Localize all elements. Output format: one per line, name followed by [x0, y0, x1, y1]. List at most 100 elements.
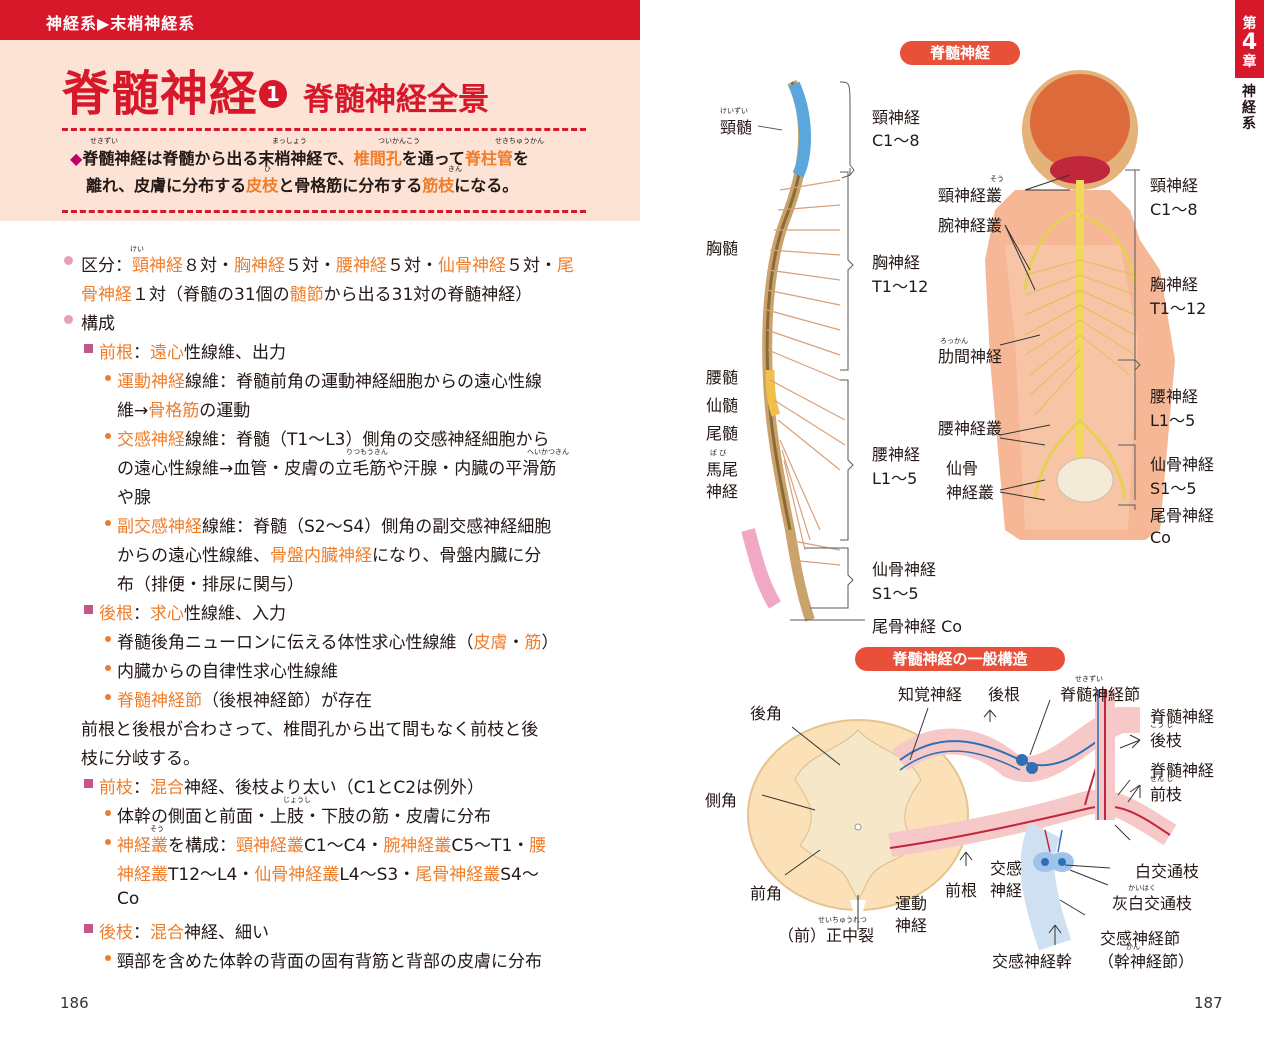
- ruby: そう: [990, 175, 1004, 183]
- ruby: ば び: [710, 449, 727, 457]
- label-anterior-branch: 脊髄神経: [1150, 761, 1215, 780]
- label-dorsal-root: 後根: [988, 685, 1021, 704]
- label-sacral-range-right: S1〜5: [1150, 479, 1197, 498]
- bullet: [105, 636, 111, 642]
- chapter-tab: 第 4 章: [1235, 0, 1264, 78]
- title-number-badge: 1: [259, 80, 287, 108]
- ruby: じょうし: [283, 796, 311, 804]
- ruby: せきちゅうかん: [495, 137, 544, 145]
- label-cervical-plexus: 頸神経叢: [938, 186, 1003, 205]
- label-white-rami: 白交通枝: [1135, 862, 1200, 881]
- label-lumbar-cord: 腰髄: [706, 368, 739, 387]
- ruby: ろっかん: [940, 337, 968, 345]
- label-thoracic-nerves-right: 胸神経: [1150, 275, 1199, 294]
- label-gray-rami: 灰白交通枝: [1112, 894, 1193, 913]
- text-line: や腺: [117, 488, 151, 508]
- bullet: [105, 810, 111, 816]
- label-coccygeal-code-right: Co: [1150, 528, 1171, 547]
- bullet: [105, 375, 111, 381]
- label-thoracic-range-right: T1〜12: [1150, 299, 1207, 318]
- label-lumbar-nerves: 腰神経: [872, 445, 921, 464]
- text-line: Co: [117, 889, 140, 909]
- label-cervical-range: C1〜8: [872, 131, 920, 150]
- label-sympathetic-trunk: 交感神経幹: [992, 952, 1073, 971]
- label-cervical-nerves-right: 頸神経: [1150, 176, 1199, 195]
- ruby: せきずい: [90, 137, 118, 145]
- label-posterior-branch-2: 後枝: [1150, 731, 1183, 750]
- label-sympathetic-nerve: 交感: [990, 859, 1023, 878]
- label-sacral-plexus-2: 神経叢: [946, 483, 995, 502]
- label-anterior-horn: 前角: [750, 884, 783, 903]
- text-line: 脊髄後角ニューロンに伝える体性求心性線維（皮膚・筋）: [117, 633, 559, 653]
- bullet: [64, 315, 73, 324]
- ruby: けい: [130, 245, 144, 253]
- ruby: かいはく: [1128, 884, 1156, 892]
- label-lumbar-plexus: 腰神経叢: [938, 419, 1003, 438]
- bullet: [105, 433, 111, 439]
- label-lumbar-nerves-right: 腰神経: [1150, 387, 1199, 406]
- label-lumbar-range-right: L1〜5: [1150, 411, 1196, 430]
- text-line: 布（排便・排尿に関与）: [117, 575, 304, 595]
- page-number-left: 186: [60, 994, 89, 1012]
- intercostal-nerve-lines: [1024, 259, 1136, 416]
- spinal-nerve-figure: [741, 70, 1175, 622]
- breadcrumb: 神経系▶末梢神経系: [46, 14, 196, 33]
- spinal-nerve-lines: [766, 179, 846, 566]
- text-line: 維→骨格筋の運動: [117, 401, 251, 421]
- spinal-nerve-structure-figure: [747, 690, 1177, 951]
- right-bracket-lines: [1118, 169, 1141, 510]
- bullet: [84, 924, 93, 933]
- label-anterior-branch-2: 前枝: [1150, 785, 1183, 804]
- text-line: 神経叢T12〜L4・仙骨神経叢L4〜S3・尾骨神経叢S4〜: [117, 865, 539, 885]
- ruby: ひ: [264, 165, 271, 173]
- label-thoracic-range: T1〜12: [872, 277, 929, 296]
- text-line: 内臓からの自律性求心性線維: [117, 662, 338, 682]
- body-leader-lines: [999, 174, 1071, 501]
- page-number-right: 187: [1194, 994, 1223, 1012]
- text-line: 運動神経線維：脊髄前角の運動神経細胞からの遠心性線: [117, 372, 542, 392]
- label-median-fissure: （前）正中裂: [778, 926, 875, 945]
- ruby: そう: [150, 825, 164, 833]
- ruby: へいかつきん: [527, 448, 569, 456]
- label-cervical-range-right: C1〜8: [1150, 200, 1198, 219]
- text-line: 前枝：混合神経、後枝より太い（C1とC2は例外）: [99, 778, 485, 798]
- figure-title-pill: 脊髄神経の一般構造: [855, 647, 1065, 671]
- label-sacral-plexus: 仙骨: [946, 459, 979, 478]
- ruby: せきずい: [1075, 675, 1103, 683]
- label-trunk-ganglion: （幹神経節）: [1098, 952, 1195, 971]
- text-line: 副交感神経線維：脊髄（S2〜S4）側角の副交感神経細胞: [117, 517, 552, 537]
- ruby: ぜん し: [1150, 775, 1174, 783]
- label-sacral-nerves-right: 仙骨神経: [1150, 455, 1215, 474]
- ruby: かん: [1126, 943, 1140, 951]
- label-lumbar-range: L1〜5: [872, 469, 918, 488]
- label-posterior-horn: 後角: [750, 704, 783, 723]
- lead-line-2: 離れ、皮膚に分布する皮枝と骨格筋に分布する筋枝になる。: [86, 176, 519, 195]
- label-intercostal-nerves: 肋間神経: [938, 347, 1003, 366]
- ruby: りつもうきん: [346, 448, 388, 456]
- text-line: 枝に分岐する。: [81, 749, 200, 769]
- label-cervical-cord: 頸髄: [720, 118, 753, 137]
- ruby: けいずい: [720, 107, 748, 115]
- label-sensory-nerve: 知覚神経: [898, 685, 963, 704]
- text-line: 頸部を含めた体幹の背面の固有背筋と背部の皮膚に分布: [117, 952, 542, 972]
- text-line: 交感神経線維：脊髄（T1〜L3）側角の交感神経細胞から: [117, 430, 550, 450]
- text-line: からの遠心性線維、骨盤内臓神経になり、骨盤内臓に分: [117, 546, 542, 566]
- chapter-label: 神経系: [1242, 84, 1256, 132]
- label-coccygeal-nerve-right: 尾骨神経: [1150, 506, 1215, 525]
- bullet: [105, 694, 111, 700]
- ruby: きん: [448, 165, 462, 173]
- label-thoracic-nerves: 胸神経: [872, 253, 921, 272]
- label-sacral-nerves: 仙骨神経: [872, 560, 937, 579]
- text-line: 後枝：混合神経、細い: [99, 923, 269, 943]
- page-subtitle: 脊髄神経全景: [303, 82, 489, 118]
- text-line: の遠心性線維→血管・皮膚の立毛筋や汗腺・内臓の平滑筋: [117, 459, 557, 479]
- text-line: 前根と後根が合わさって、椎間孔から出て間もなく前枝と後: [81, 720, 539, 740]
- label-spinal-ganglion: 脊髄神経節: [1060, 685, 1141, 704]
- label-sympathetic-nerve-2: 神経: [990, 881, 1023, 900]
- bullet: [84, 605, 93, 614]
- figure-title-pill: 脊髄神経: [900, 41, 1020, 65]
- label-sympathetic-ganglion: 交感神経節: [1100, 929, 1181, 948]
- bullet: [105, 520, 111, 526]
- bullet: [84, 779, 93, 788]
- label-thoracic-cord: 胸髄: [706, 239, 739, 258]
